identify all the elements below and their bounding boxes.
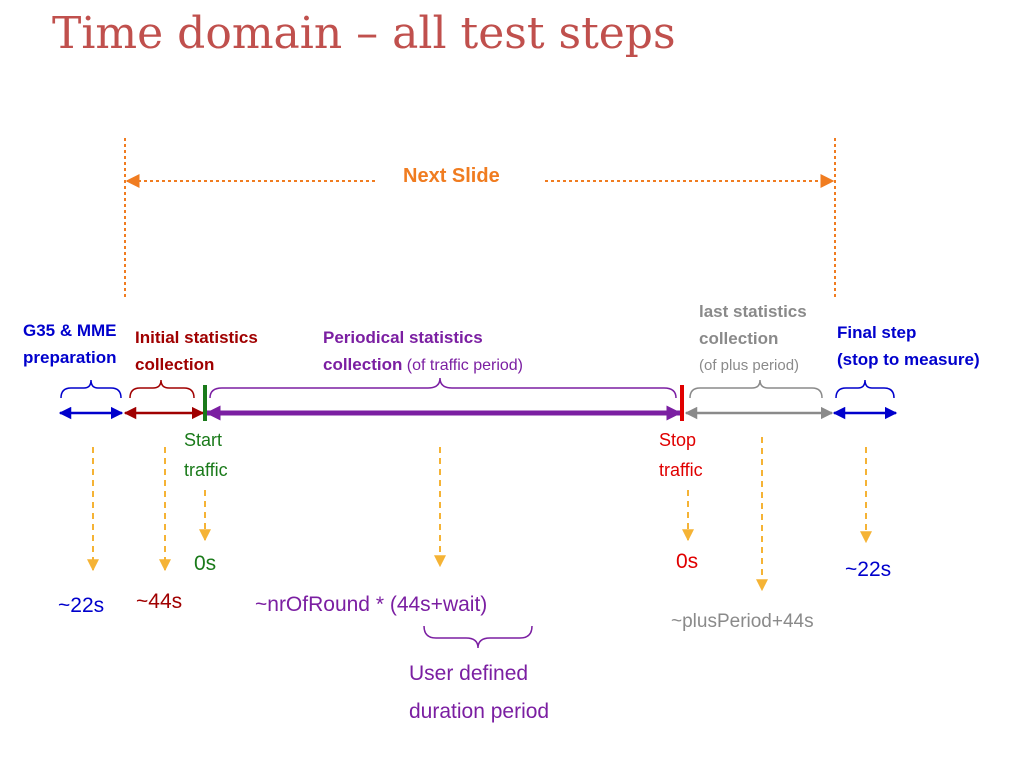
initial-label: Initial statistics collection — [135, 324, 258, 378]
start-value: 0s — [194, 552, 217, 575]
initial-label-line2: collection — [135, 355, 215, 374]
user-defined-line1: User defined — [409, 662, 529, 685]
start-label-line2: traffic — [184, 460, 228, 480]
final-label-line1: Final step — [837, 323, 917, 342]
final-brace — [835, 379, 895, 399]
g35-value: ~22s — [58, 594, 105, 617]
last-label-line1: last statistics — [699, 302, 807, 321]
g35-label-line1: G35 & MME — [23, 321, 117, 340]
final-label: Final step (stop to measure) — [837, 319, 980, 373]
stop-value: 0s — [676, 550, 699, 573]
periodical-label-line2-bold: collection — [323, 355, 403, 374]
periodical-value: ~nrOfRound * (44s+wait) — [255, 593, 488, 616]
periodical-label-line2: collection (of traffic period) — [323, 351, 523, 379]
initial-label-line1: Initial statistics — [135, 328, 258, 347]
g35-brace — [60, 379, 122, 399]
page-title: Time domain – all test steps — [52, 8, 676, 59]
last-brace — [689, 379, 823, 399]
periodical-label: Periodical statistics collection (of tra… — [323, 324, 523, 379]
periodical-label-line2-note: (of traffic period) — [402, 357, 523, 374]
final-value: ~22s — [845, 558, 892, 581]
start-label: Start traffic — [184, 425, 228, 485]
stop-label-line2: traffic — [659, 460, 703, 480]
last-label: last statistics collection (of plus peri… — [699, 298, 807, 379]
stop-label: Stop traffic — [659, 425, 703, 485]
start-label-line1: Start — [184, 430, 223, 450]
initial-brace — [129, 379, 195, 399]
user-defined-line2: duration period — [409, 700, 550, 723]
g35-label: G35 & MME preparation — [23, 317, 117, 371]
periodical-label-line1: Periodical statistics — [323, 328, 483, 347]
final-label-line2: (stop to measure) — [837, 350, 980, 369]
last-label-line3: (of plus period) — [699, 357, 800, 374]
last-label-line2: collection — [699, 329, 779, 348]
stop-label-line1: Stop — [659, 430, 697, 450]
initial-value: ~44s — [136, 590, 183, 613]
next-slide-label: Next Slide — [403, 165, 500, 187]
user-defined-brace — [423, 625, 533, 649]
last-value: ~plusPeriod+44s — [671, 611, 814, 632]
g35-label-line2: preparation — [23, 348, 117, 367]
user-defined-label: User defined duration period — [409, 655, 549, 731]
periodical-brace — [209, 377, 677, 399]
